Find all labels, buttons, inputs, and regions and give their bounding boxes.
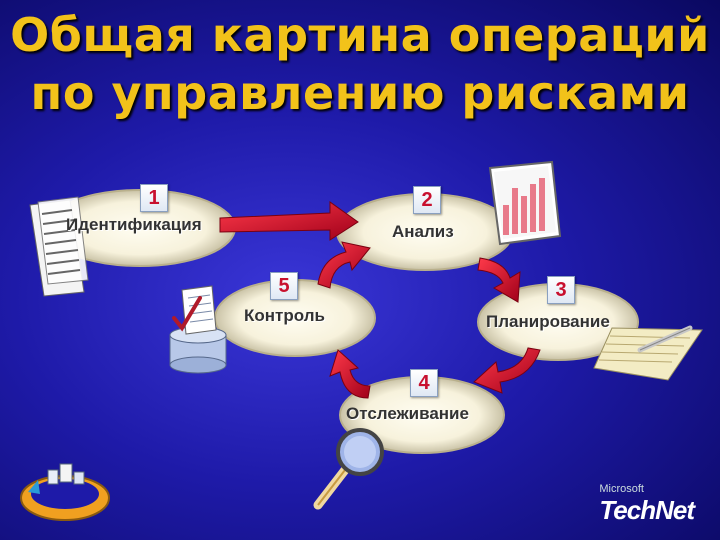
cycle-puzzle-icon (20, 463, 110, 521)
step-5-label: Контроль (244, 306, 325, 325)
brand-large: TechNet (599, 495, 695, 525)
brand-small: Microsoft (599, 483, 644, 495)
database-checklist-icon (169, 285, 227, 374)
step-1-label: Идентификация (66, 215, 202, 234)
step-1-number: 1 (140, 184, 168, 212)
step-5-number: 5 (270, 272, 298, 300)
arrow-5-to-2 (317, 241, 371, 289)
step-3-number: 3 (547, 276, 575, 304)
arrow-1-to-2 (219, 201, 359, 241)
step-2-number: 2 (413, 186, 441, 214)
step-4-number: 4 (410, 369, 438, 397)
magnifier-icon (313, 428, 384, 510)
arrow-4-to-5 (329, 349, 371, 399)
bar-chart-icon (488, 160, 562, 246)
document-icon (29, 196, 89, 297)
title-line-2: по управлению рисками (30, 66, 690, 120)
step-4-label: Отслеживание (346, 404, 469, 423)
notepad-pencil-icon (593, 325, 703, 381)
step-2-label: Анализ (392, 222, 454, 241)
page-title: Общая картина операций по управлению рис… (0, 6, 720, 122)
title-line-1: Общая картина операций (10, 8, 710, 62)
step-3-label: Планирование (486, 312, 610, 331)
arrow-3-to-4 (473, 347, 541, 394)
technet-logo: Microsoft TechNet (599, 483, 695, 526)
arrow-2-to-3 (477, 257, 521, 303)
